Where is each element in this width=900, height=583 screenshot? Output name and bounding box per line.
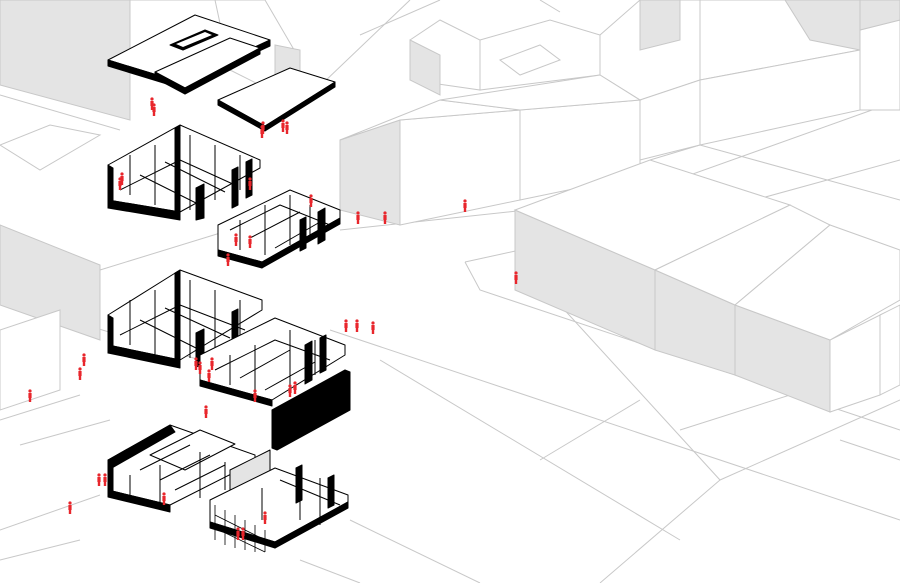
person-figure bbox=[463, 199, 467, 212]
person-figure bbox=[97, 473, 101, 486]
street-line bbox=[359, 0, 441, 36]
person-figure bbox=[260, 125, 264, 138]
person-figure bbox=[288, 384, 292, 397]
street-line bbox=[0, 539, 81, 561]
building bbox=[107, 14, 351, 553]
person-figure bbox=[120, 172, 124, 185]
street-line bbox=[719, 399, 900, 481]
street-line bbox=[329, 329, 900, 521]
street-line bbox=[19, 419, 111, 446]
street-line bbox=[464, 249, 521, 263]
person-figure bbox=[241, 527, 245, 540]
person-figure bbox=[248, 177, 252, 190]
person-figure bbox=[207, 369, 211, 382]
person-figure bbox=[263, 511, 267, 524]
street-line bbox=[0, 94, 121, 131]
roof-layer bbox=[107, 14, 336, 132]
street-line bbox=[349, 519, 481, 583]
second-floor-layer bbox=[107, 269, 351, 451]
context-block-south-east bbox=[513, 144, 900, 413]
person-figure bbox=[152, 103, 156, 116]
person-figure bbox=[194, 357, 198, 370]
person-figure bbox=[68, 501, 72, 514]
person-figure bbox=[162, 492, 166, 505]
context-block-west bbox=[0, 124, 102, 411]
person-figure bbox=[248, 235, 252, 248]
person-figure bbox=[383, 211, 387, 224]
street-line bbox=[0, 494, 101, 531]
street-line bbox=[539, 399, 641, 461]
ground-floor-layer bbox=[107, 424, 349, 553]
person-figure bbox=[103, 473, 107, 486]
street-line bbox=[839, 439, 900, 461]
person-figure bbox=[371, 321, 375, 334]
street-line bbox=[0, 394, 81, 421]
person-figure bbox=[309, 194, 313, 207]
person-figure bbox=[253, 389, 257, 402]
context-block-north bbox=[409, 0, 900, 161]
person-figure bbox=[281, 119, 285, 132]
person-figure bbox=[293, 381, 297, 394]
third-floor-layer bbox=[107, 124, 341, 269]
person-figure bbox=[236, 527, 240, 540]
street-line bbox=[539, 0, 561, 13]
person-figure bbox=[226, 253, 230, 266]
person-figure bbox=[198, 361, 202, 374]
person-figure bbox=[78, 367, 82, 380]
person-figure bbox=[356, 211, 360, 224]
person-figure bbox=[28, 389, 32, 402]
person-figure bbox=[210, 357, 214, 370]
person-figure bbox=[204, 405, 208, 418]
street-line bbox=[299, 559, 361, 583]
person-figure bbox=[234, 233, 238, 246]
person-figure bbox=[118, 177, 122, 190]
person-figure bbox=[344, 319, 348, 332]
person-figure bbox=[355, 319, 359, 332]
person-figure bbox=[514, 271, 518, 284]
person-figure bbox=[285, 121, 289, 134]
people bbox=[28, 97, 518, 540]
street-line bbox=[379, 359, 681, 541]
person-figure bbox=[150, 97, 154, 110]
person-figure bbox=[82, 353, 86, 366]
